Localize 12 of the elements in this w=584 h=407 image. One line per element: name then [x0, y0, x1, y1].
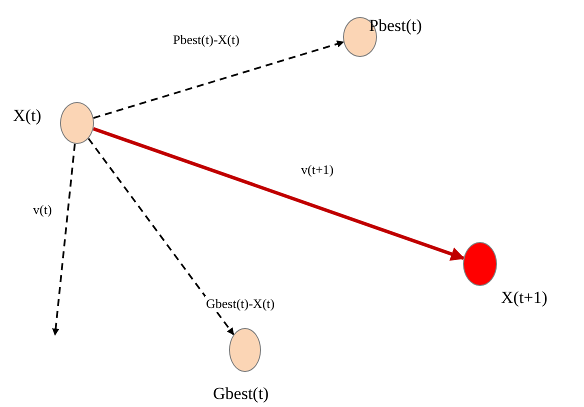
arrow — [88, 138, 234, 336]
node-label: X(t+1) — [501, 288, 548, 308]
arrow — [52, 144, 76, 336]
edge-label: Pbest(t)-X(t) — [172, 32, 240, 48]
node-label: X(t) — [13, 106, 42, 126]
node-label: Pbest(t) — [369, 16, 422, 36]
edge-label: v(t+1) — [300, 162, 335, 178]
arrow — [92, 127, 465, 261]
node-label: Gbest(t) — [213, 384, 269, 404]
edge-label: v(t) — [32, 202, 53, 218]
arrow — [93, 40, 344, 119]
edge-label: Gbest(t)-X(t) — [205, 296, 276, 312]
